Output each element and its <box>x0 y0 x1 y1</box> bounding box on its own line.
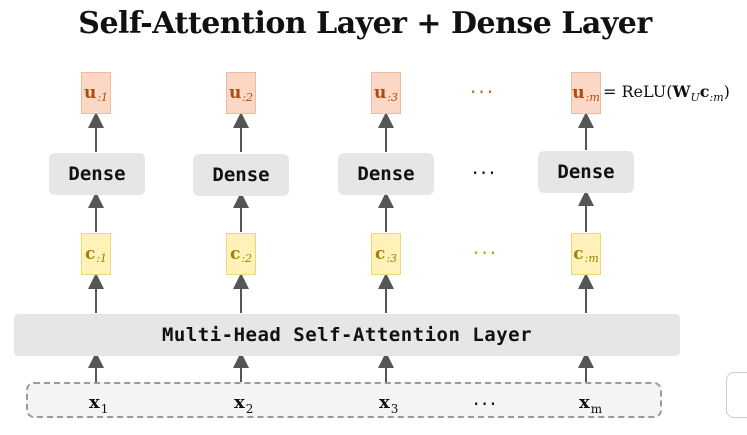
output-u1: u:1 <box>81 72 111 114</box>
dense-ellipsis: ··· <box>472 161 498 185</box>
context-c1: c:1 <box>81 233 111 275</box>
dense-block-1: Dense <box>49 153 145 195</box>
output-u2: u:2 <box>226 72 256 114</box>
context-c3: c:3 <box>371 233 401 275</box>
edge-overlay-widget[interactable] <box>726 372 747 418</box>
input-x3: x3 <box>379 392 399 416</box>
input-xm: xm <box>579 392 603 416</box>
dense-block-m: Dense <box>538 151 634 193</box>
input-ellipsis: ··· <box>473 392 499 416</box>
output-um: u:m <box>571 72 601 114</box>
context-cm: c:m <box>571 233 601 275</box>
input-x1: x1 <box>89 392 109 416</box>
context-ellipsis: ··· <box>473 241 499 265</box>
diagram-title: Self-Attention Layer + Dense Layer <box>78 6 652 41</box>
context-c2: c:2 <box>226 233 256 275</box>
input-x2: x2 <box>234 392 254 416</box>
output-ellipsis: ··· <box>470 80 496 104</box>
multi-head-self-attention-layer: Multi-Head Self-Attention Layer <box>14 314 680 356</box>
dense-block-2: Dense <box>193 154 289 196</box>
relu-formula: = ReLU(WUc:m) <box>603 82 730 104</box>
input-sequence-box <box>26 382 662 418</box>
dense-block-3: Dense <box>338 153 434 195</box>
output-u3: u:3 <box>371 72 401 114</box>
